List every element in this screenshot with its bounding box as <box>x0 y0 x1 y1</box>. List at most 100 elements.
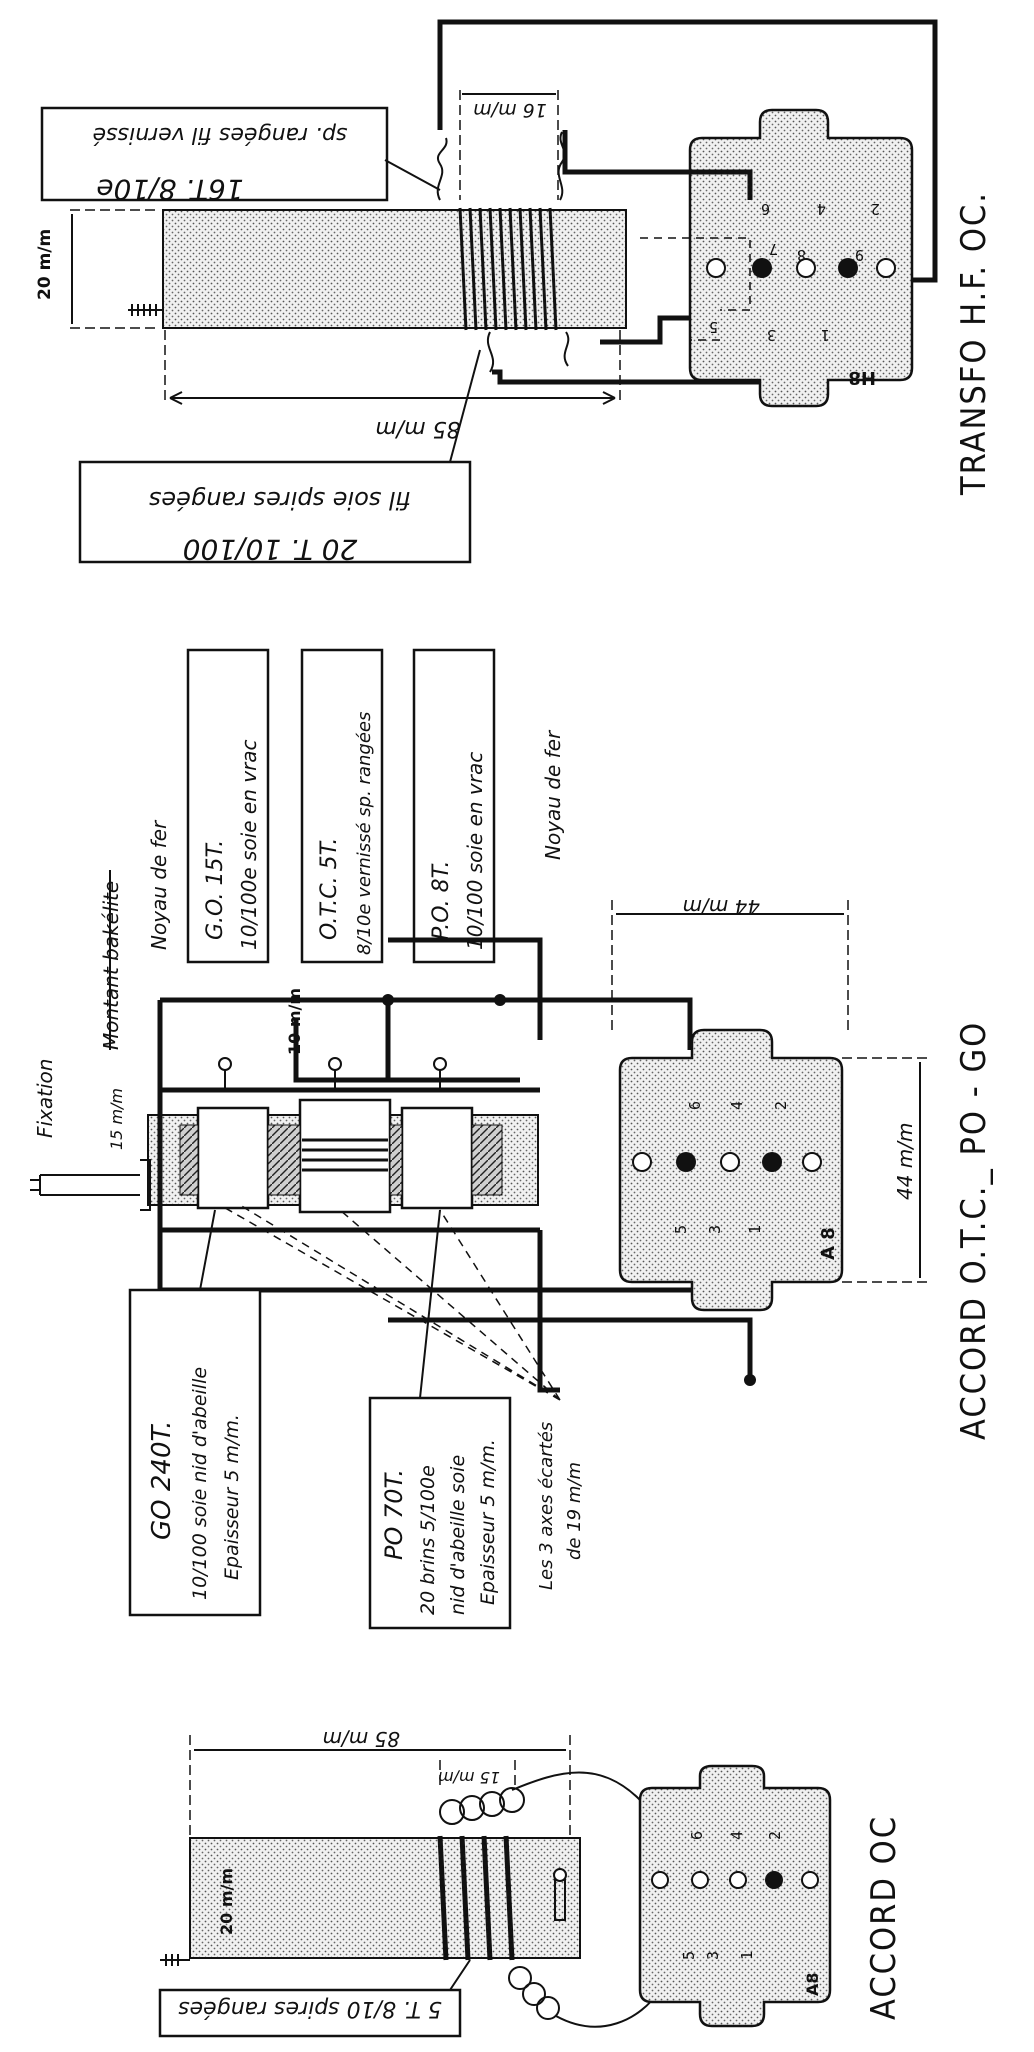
dim-44a-lines <box>611 900 849 1030</box>
go240-box: GO 240T. 10/100 soie nid d'abeille Epais… <box>128 1288 262 1617</box>
oc-dim-15: 15 m/m <box>438 1768 500 1787</box>
transfo-dim-20: 20 m/m <box>35 229 55 300</box>
transfo-dim-85: 85 m/m <box>375 416 460 441</box>
otc-wire-bottom <box>388 1317 753 1380</box>
otc-pin-4: 4 <box>728 1101 746 1110</box>
po-box-l1: P.O. 8T. <box>429 861 454 940</box>
oc-loops-bottom <box>508 1966 560 2020</box>
label-5t-box: 5 T. 8/10 spires rangées <box>158 1988 462 2038</box>
oc-dim-20: 20 m/m <box>217 1868 236 1935</box>
oc-pin-3: 3 <box>704 1951 722 1960</box>
oc-post-head <box>553 1868 567 1882</box>
po70-l1: PO 70T. <box>380 1469 408 1560</box>
dim-20-lines <box>70 209 160 329</box>
transfo-wire-top <box>437 19 938 283</box>
oc-lug <box>160 1954 190 1966</box>
oc-dim-85: 85 m/m <box>322 1727 400 1751</box>
otc-socket-name: A 8 <box>818 1227 839 1260</box>
oc-dim-15-lines <box>439 1760 516 1790</box>
accord-otc-title: ACCORD O.T.C._ PO - GO <box>954 1021 994 1440</box>
transfo-pin-8: 8 <box>797 246 806 264</box>
po-box: P.O. 8T. 10/100 soie en vrac <box>412 648 496 964</box>
transfo-winding <box>458 207 558 331</box>
otc-wire-top <box>160 997 693 1050</box>
axes-leaders <box>219 1204 561 1401</box>
lead-curl-3 <box>487 331 495 373</box>
go-box: G.O. 15T. 10/100e soie en vrac <box>186 648 270 964</box>
fixation-label: Fixation <box>33 1059 57 1138</box>
junction-3 <box>744 1374 756 1386</box>
accord-oc-section: ACCORD OC 85 m/m 15 m/m 20 m/m <box>158 1727 904 2038</box>
go240-l2: 10/100 soie nid d'abeille <box>189 1367 211 1600</box>
oc-pin-1: 1 <box>738 1951 756 1960</box>
dim-16-lines <box>459 90 559 200</box>
transfo-coil-form <box>162 209 627 329</box>
po70-l4: Epaisseur 5 m/m. <box>477 1439 499 1605</box>
oc-pin-5: 5 <box>680 1951 698 1960</box>
go-box-l2: 10/100e soie en vrac <box>237 739 261 950</box>
oc-socket-name: A8 <box>803 1972 822 1996</box>
box-leaders <box>199 1209 441 1399</box>
transfo-socket: 5 3 1 6 4 2 8 9 7 H8 <box>640 108 914 408</box>
lead-curl-4 <box>563 331 570 367</box>
axes-l1: Les 3 axes écartés <box>536 1422 557 1590</box>
oc-dim-85-lines <box>189 1735 571 1836</box>
oc-pin-4: 4 <box>728 1831 746 1840</box>
oc-pin-6: 6 <box>688 1831 706 1840</box>
dim-85-arrow <box>169 391 616 405</box>
transfo-section: TRANSFO H.F. OC. 16T. 8/10e sp. rangées … <box>35 19 994 566</box>
fixation-screw <box>39 1159 151 1211</box>
oc-loops-top <box>439 1787 525 1825</box>
dim-10-otc: 10 m/m <box>285 988 304 1055</box>
transfo-wire-2 <box>492 369 760 385</box>
otc-wire-bottom2 <box>537 1230 560 1393</box>
transfo-socket-dash <box>640 237 751 341</box>
otc-wire-top2 <box>388 937 543 1040</box>
leader-5t <box>449 1959 471 1991</box>
oc-coil-form <box>189 1837 581 1959</box>
po70-l2: 20 brins 5/100e <box>417 1465 439 1615</box>
dim-15-otc: 15 m/m <box>107 1088 126 1150</box>
otc-pin-3: 3 <box>706 1225 724 1234</box>
transfo-pin-9: 9 <box>855 246 864 264</box>
leader-16t <box>384 159 441 191</box>
accord-otc-section: ACCORD O.T.C._ PO - GO G.O. 15T. 10/100e… <box>30 648 994 1630</box>
oc-socket: 5 3 1 6 4 2 A8 <box>638 1764 832 2028</box>
po-box-l2: 10/100 soie en vrac <box>463 752 487 950</box>
lead-curl-1 <box>436 137 448 201</box>
label-16t-box: 16T. 8/10e sp. rangées fil vernissé <box>40 106 389 206</box>
go240-l3: Epaisseur 5 m/m. <box>221 1414 243 1580</box>
otc-pin-6: 6 <box>686 1101 704 1110</box>
label-16t-sub: sp. rangées fil vernissé <box>93 122 348 147</box>
oc-lead-1 <box>511 1771 691 1841</box>
po70-l3: nid d'abeille soie <box>447 1455 469 1615</box>
transfo-pin-1: 1 <box>821 326 830 344</box>
label-5t: 5 T. 8/10 spires rangées <box>178 1996 442 2021</box>
transfo-wire-3 <box>562 130 753 200</box>
dim-85-lines <box>164 330 621 400</box>
transfo-socket-name: H8 <box>848 367 876 388</box>
noyau-label-2: Noyau de fer <box>541 729 565 860</box>
coil-assembly <box>147 1020 540 1233</box>
otc-pin-1: 1 <box>746 1225 764 1234</box>
transfo-pin-4: 4 <box>817 200 826 218</box>
label-16t: 16T. 8/10e <box>96 173 243 206</box>
label-20t-sub: fil soie spires rangées <box>149 486 411 514</box>
fixation-thread <box>30 1179 40 1191</box>
axes-l2: de 19 m/m <box>564 1462 585 1560</box>
po70-box: PO 70T. 20 brins 5/100e nid d'abeille so… <box>368 1396 512 1630</box>
transfo-pin-3: 3 <box>767 326 776 344</box>
go-box-l1: G.O. 15T. <box>203 840 228 940</box>
junction-1 <box>382 994 394 1006</box>
transfo-dim-16: 16 m/m <box>473 99 547 121</box>
oc-pin-2: 2 <box>766 1831 784 1840</box>
label-20t-box: 20 T. 10/100 fil soie spires rangées <box>78 460 472 566</box>
otc-box: O.T.C. 5T. 8/10e vernissé sp. rangées <box>300 648 384 964</box>
transfo-pin-7: 7 <box>769 240 778 258</box>
otc-socket: 5 3 1 6 4 2 A 8 <box>618 1028 844 1312</box>
lead-curl-2 <box>557 131 566 201</box>
transfo-pin-5: 5 <box>709 318 718 336</box>
junction-2 <box>494 994 506 1006</box>
leader-20t <box>449 349 481 463</box>
